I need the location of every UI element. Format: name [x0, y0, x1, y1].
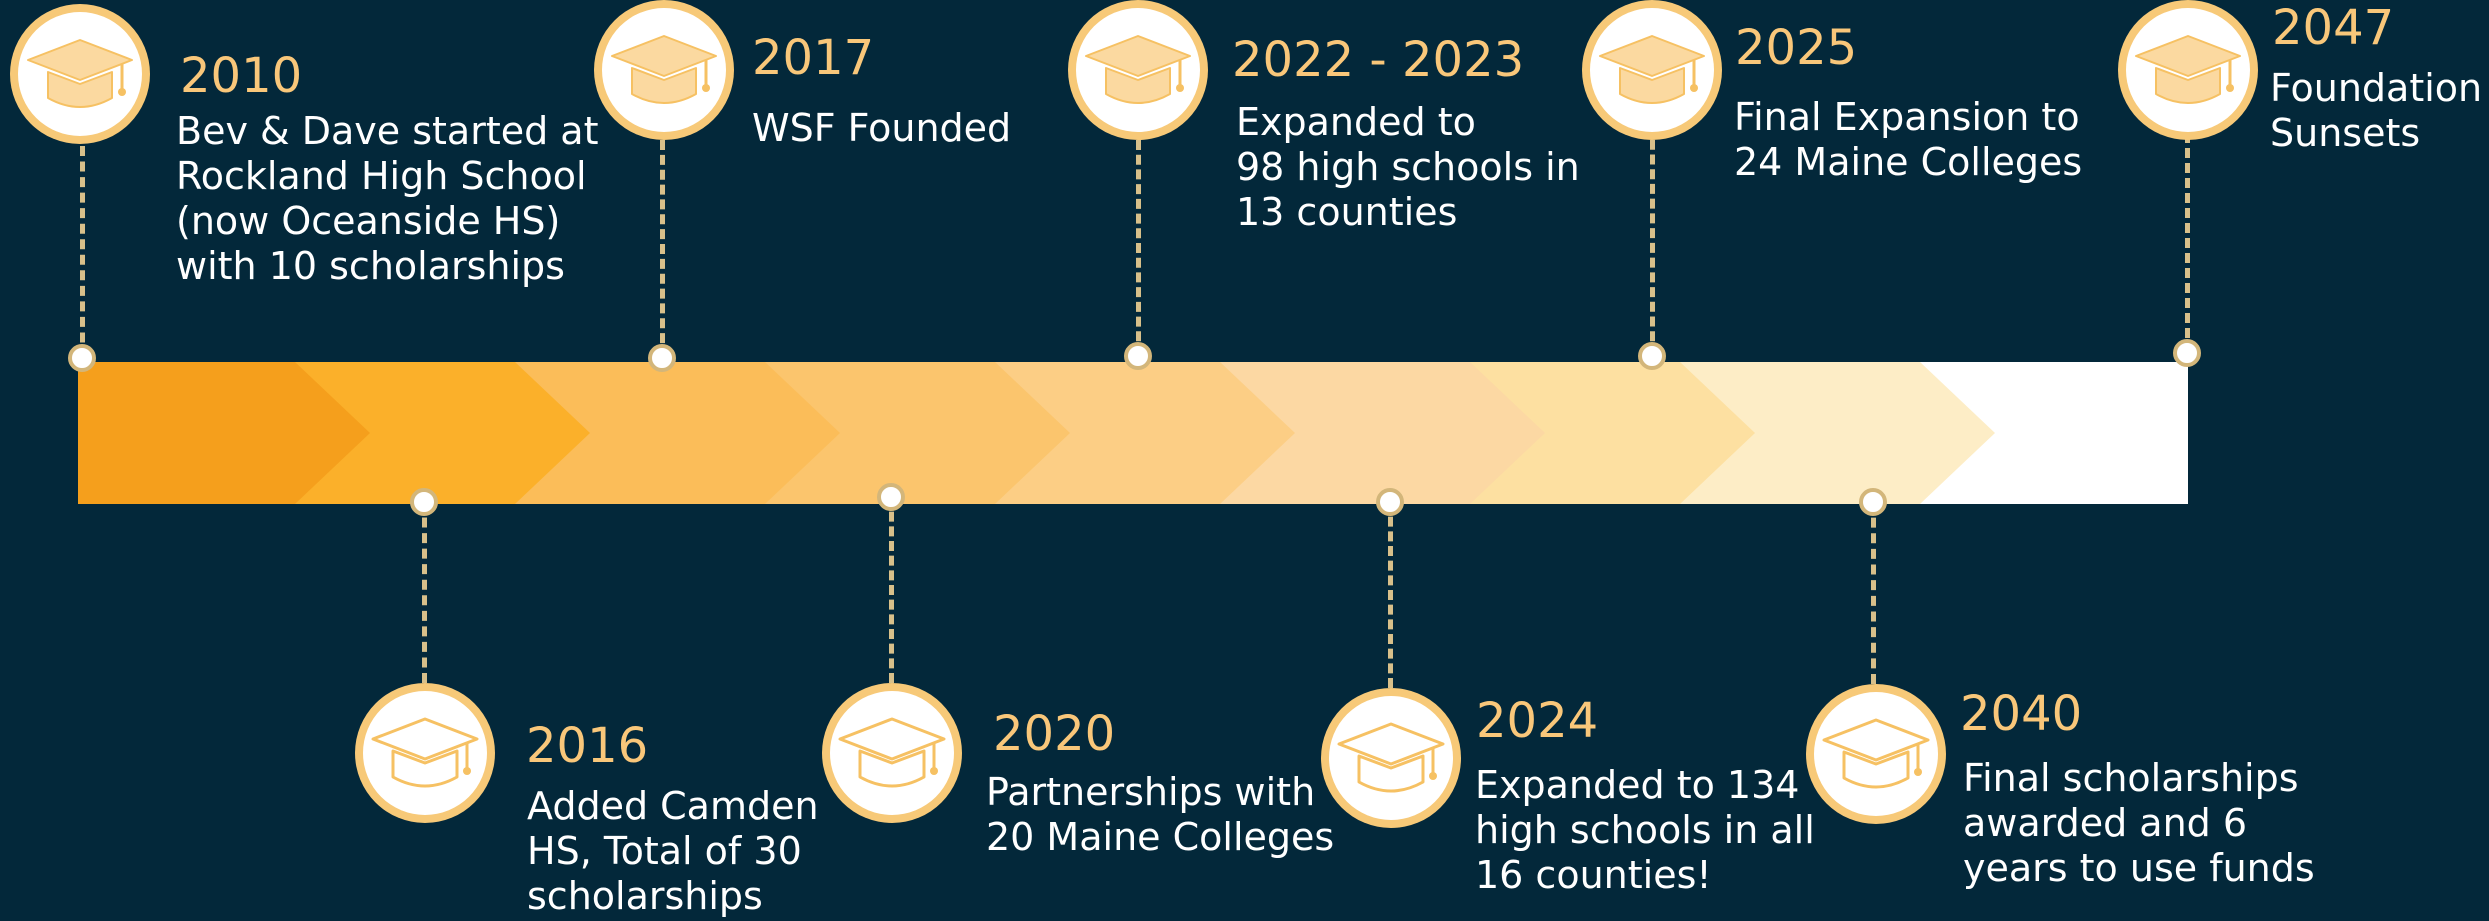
arrow-segment	[295, 362, 590, 504]
description-line: awarded and 6	[1963, 801, 2248, 845]
event-year: 2025	[1735, 20, 1858, 76]
description-line: HS, Total of 30	[527, 829, 802, 873]
medallion	[355, 683, 495, 823]
arrow-segment	[995, 362, 1295, 504]
description-line: Partnerships with	[986, 770, 1316, 814]
description-line: Added Camden	[527, 784, 819, 828]
description-line: Sunsets	[2270, 111, 2421, 155]
description-line: (now Oceanside HS)	[176, 199, 561, 243]
description-line: 20 Maine Colleges	[986, 815, 1335, 859]
graduation-cap-icon	[608, 28, 720, 112]
graduation-cap-icon	[2132, 28, 2244, 112]
description-line: 24 Maine Colleges	[1734, 140, 2083, 184]
timeline-dot	[1376, 488, 1404, 516]
dashed-connector	[1136, 140, 1141, 356]
description-line: with 10 scholarships	[176, 244, 565, 288]
dashed-connector	[1388, 502, 1393, 688]
description-line: Expanded to	[1236, 100, 1476, 144]
event-description: WSF Founded	[752, 106, 1011, 151]
dashed-connector	[1871, 502, 1876, 684]
description-line: 13 counties	[1236, 190, 1458, 234]
graduation-cap-icon	[24, 32, 136, 116]
description-line: Rockland High School	[176, 154, 587, 198]
timeline-dot	[68, 344, 96, 372]
graduation-cap-icon	[1596, 28, 1708, 112]
medallion	[10, 4, 150, 144]
event-year: 2040	[1960, 686, 2083, 742]
arrow-segment	[1920, 362, 2188, 504]
dashed-connector	[422, 502, 427, 683]
arrow-segment	[515, 362, 840, 504]
timeline-dot	[1859, 488, 1887, 516]
timeline-dot	[2173, 339, 2201, 367]
timeline-dot	[410, 488, 438, 516]
event-year: 2016	[526, 718, 649, 774]
timeline-dot	[1638, 342, 1666, 370]
dashed-connector	[80, 146, 85, 358]
medallion	[1321, 688, 1461, 828]
medallion	[822, 683, 962, 823]
timeline-dot	[648, 344, 676, 372]
graduation-cap-icon	[369, 711, 481, 795]
dashed-connector	[660, 140, 665, 358]
medallion	[1806, 684, 1946, 824]
event-year: 2020	[993, 706, 1116, 762]
timeline-dot	[1124, 342, 1152, 370]
description-line: years to use funds	[1963, 846, 2315, 890]
graduation-cap-icon	[1082, 28, 1194, 112]
graduation-cap-icon	[836, 711, 948, 795]
medallion	[2118, 0, 2258, 140]
description-line: Bev & Dave started at	[176, 109, 599, 153]
description-line: Final scholarships	[1963, 756, 2299, 800]
dashed-connector	[889, 497, 894, 683]
event-year: 2047	[2272, 0, 2395, 56]
arrow-segment	[1220, 362, 1545, 504]
graduation-cap-icon	[1820, 712, 1932, 796]
medallion	[1582, 0, 1722, 140]
description-line: WSF Founded	[752, 106, 1012, 150]
arrow-segment	[1470, 362, 1755, 504]
event-year: 2017	[752, 30, 875, 86]
medallion	[1068, 0, 1208, 140]
event-year: 2022 - 2023	[1232, 32, 1525, 88]
description-line: 16 counties!	[1475, 853, 1712, 897]
description-line: Final Expansion to	[1734, 95, 2080, 139]
timeline-dot	[877, 483, 905, 511]
description-line: high schools in all	[1475, 808, 1815, 852]
arrow-segment	[765, 362, 1070, 504]
event-year: 2024	[1476, 693, 1599, 749]
medallion	[594, 0, 734, 140]
description-line: Foundation	[2270, 66, 2483, 110]
description-line: scholarships	[527, 874, 763, 918]
graduation-cap-icon	[1335, 716, 1447, 800]
dashed-connector	[2185, 118, 2190, 353]
arrow-segment	[1680, 362, 1995, 504]
dashed-connector	[1650, 125, 1655, 356]
arrow-segment	[78, 362, 370, 504]
description-line: Expanded to 134	[1475, 763, 1800, 807]
event-year: 2010	[180, 48, 303, 104]
description-line: 98 high schools in	[1236, 145, 1580, 189]
